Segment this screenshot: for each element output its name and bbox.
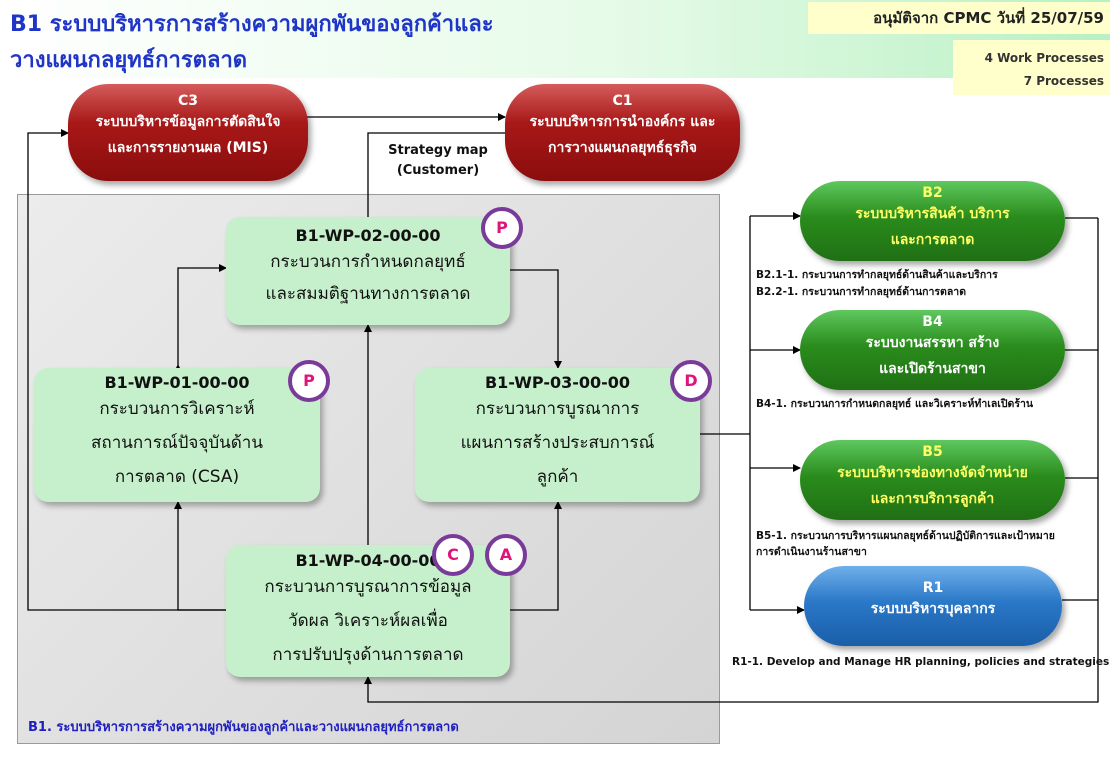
process-count: 7 Processes [1023, 74, 1104, 88]
wp01-code: B1-WP-01-00-00 [104, 373, 250, 392]
system-r1[interactable]: R1 ระบบบริหารบุคลากร [804, 566, 1062, 646]
wp01-line1: กระบวนการวิเคราะห์ [99, 399, 255, 419]
panel-caption: B1. ระบบบริหารการสร้างความผูกพันของลูกค้… [28, 720, 459, 735]
system-b4-line1: ระบบงานสรรหา สร้าง [865, 335, 1000, 351]
strategy-map-line1: Strategy map [388, 143, 488, 158]
system-b4-code: B4 [922, 314, 943, 330]
wp03-badge-d: D [670, 360, 712, 402]
work-process-wp02[interactable]: B1-WP-02-00-00 กระบวนการกำหนดกลยุทธ์ และ… [226, 217, 510, 325]
system-b5-line2: และการบริการลูกค้า [870, 491, 995, 507]
system-b2[interactable]: B2 ระบบบริหารสินค้า บริการ และการตลาด [800, 181, 1065, 261]
arrow-feedback-to-wp04 [364, 218, 1099, 703]
wp04-badge-a: A [485, 534, 527, 576]
system-b4-line2: และเปิดร้านสาขา [879, 361, 986, 377]
system-b2-line1: ระบบบริหารสินค้า บริการ [855, 206, 1010, 222]
wp04-code: B1-WP-04-00-00 [295, 551, 441, 570]
system-c3[interactable]: C3 ระบบบริหารข้อมูลการตัดสินใจ และการราย… [68, 84, 308, 181]
arrow-wp04-to-c3 [27, 129, 228, 611]
wp03-line2: แผนการสร้างประสบการณ์ [460, 433, 655, 453]
page-title-line1: B1 ระบบบริหารการสร้างความผูกพันของลูกค้า… [10, 12, 494, 37]
system-c3-code: C3 [177, 93, 198, 109]
system-b5-code: B5 [922, 444, 943, 460]
wp01-line3: การตลาด (CSA) [114, 467, 240, 487]
wp02-line2: และสมมติฐานทางการตลาด [265, 284, 471, 304]
system-b2-line2: และการตลาด [890, 232, 975, 248]
system-c1-line1: ระบบบริหารการนำองค์กร และ [529, 114, 716, 130]
note-r1-1: R1-1. Develop and Manage HR planning, po… [732, 656, 1110, 668]
wp02-code: B1-WP-02-00-00 [295, 226, 441, 245]
wp01-badge-p: P [288, 360, 330, 402]
system-b4[interactable]: B4 ระบบงานสรรหา สร้าง และเปิดร้านสาขา [800, 310, 1065, 390]
system-c1-code: C1 [612, 93, 633, 109]
note-b4-1: B4-1. กระบวนการกำหนดกลยุทธ์ และวิเคราะห์… [756, 398, 1034, 410]
arrow-wp01-wp02 [174, 264, 227, 372]
wp04-line1: กระบวนการบูรณาการข้อมูล [264, 577, 472, 597]
system-b5[interactable]: B5 ระบบบริหารช่องทางจัดจำหน่าย และการบริ… [800, 440, 1065, 520]
page-title-line2: วางแผนกลยุทธ์การตลาด [10, 48, 248, 73]
wp03-line3: ลูกค้า [536, 467, 579, 487]
note-b2-2: B2.2-1. กระบวนการทำกลยุทธ์ด้านการตลาด [756, 286, 967, 298]
wp01-line2: สถานการณ์ปัจจุบันด้าน [91, 433, 263, 453]
arrow-wp02-to-wp03 [510, 269, 562, 369]
system-c3-line2: และการรายงานผล (MIS) [107, 140, 269, 156]
note-b5-1-cont: การดำเนินงานร้านสาขา [756, 546, 867, 558]
strategy-map-line2: (Customer) [396, 163, 480, 178]
system-c1-line2: การวางแผนกลยุทธ์ธุรกิจ [548, 140, 697, 156]
work-process-wp01[interactable]: B1-WP-01-00-00 กระบวนการวิเคราะห์ สถานกา… [34, 368, 320, 502]
process-counts: 4 Work Processes 7 Processes [953, 40, 1110, 95]
arrow-wp03-wp04 [503, 501, 562, 614]
wp02-badge-p: P [481, 207, 523, 249]
wp04-badge-c: C [432, 534, 474, 576]
wp02-line1: กระบวนการกำหนดกลยุทธ์ [270, 252, 466, 272]
note-b2-1: B2.1-1. กระบวนการทำกลยุทธ์ด้านสินค้าและบ… [756, 269, 998, 281]
system-c3-line1: ระบบบริหารข้อมูลการตัดสินใจ [95, 114, 281, 130]
wp03-code: B1-WP-03-00-00 [484, 373, 631, 392]
arrow-c1-to-wp02 [364, 132, 505, 224]
note-b5-1: B5-1. กระบวนการบริหารแผนกลยุทธ์ด้านปฏิบั… [756, 530, 1055, 542]
system-r1-code: R1 [922, 580, 944, 596]
wp04-line3: การปรับปรุงด้านการตลาด [272, 645, 464, 665]
system-b5-line1: ระบบบริหารช่องทางจัดจำหน่าย [837, 465, 1028, 481]
work-process-count: 4 Work Processes [984, 51, 1104, 65]
wp03-line1: กระบวนการบูรณาการ [475, 399, 640, 419]
system-c1[interactable]: C1 ระบบบริหารการนำองค์กร และ การวางแผนกล… [505, 84, 740, 181]
strategy-map-label: Strategy map (Customer) [378, 141, 498, 181]
wp04-line2: วัดผล วิเคราะห์ผลเพื่อ [288, 611, 448, 631]
approval-note: อนุมัติจาก CPMC วันที่ 25/07/59 [808, 2, 1110, 34]
arrow-wp04-to-wp01 [174, 501, 228, 611]
system-r1-line1: ระบบบริหารบุคลากร [870, 601, 996, 617]
system-b2-code: B2 [922, 185, 943, 201]
work-process-wp03[interactable]: B1-WP-03-00-00 กระบวนการบูรณาการ แผนการส… [415, 368, 700, 502]
